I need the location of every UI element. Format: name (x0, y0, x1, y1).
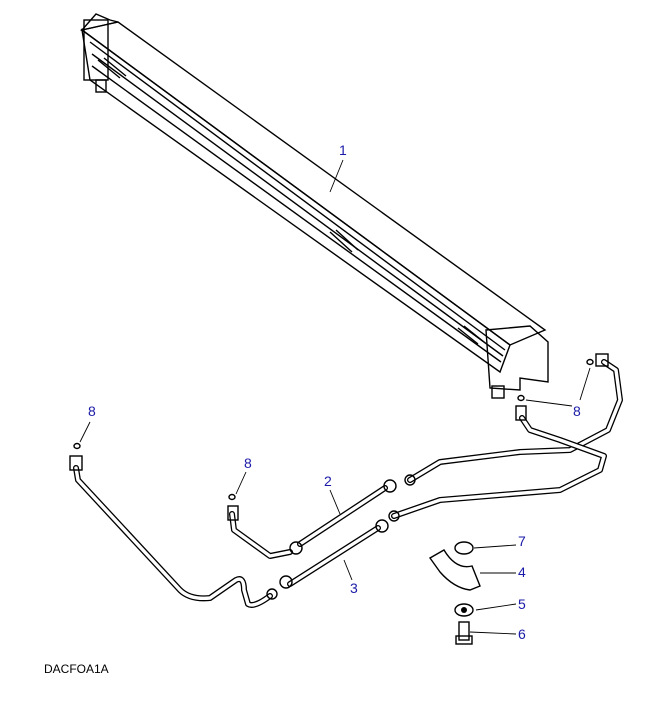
o-rings (73, 358, 594, 501)
callout-7: 7 (518, 533, 526, 549)
callout-8-left: 8 (88, 403, 96, 419)
callout-8-mid: 8 (244, 455, 252, 471)
callout-4: 4 (518, 564, 526, 580)
callout-1: 1 (339, 142, 347, 158)
callout-3: 3 (350, 580, 358, 596)
illustration-code: DACFOA1A (44, 662, 109, 676)
callout-2: 2 (324, 473, 332, 489)
oil-pipes (69, 353, 623, 608)
oil-cooler (80, 13, 549, 399)
callout-5: 5 (518, 596, 526, 612)
clamp-assembly (428, 541, 481, 645)
callout-8-right: 8 (573, 403, 581, 419)
callout-6: 6 (518, 626, 526, 642)
